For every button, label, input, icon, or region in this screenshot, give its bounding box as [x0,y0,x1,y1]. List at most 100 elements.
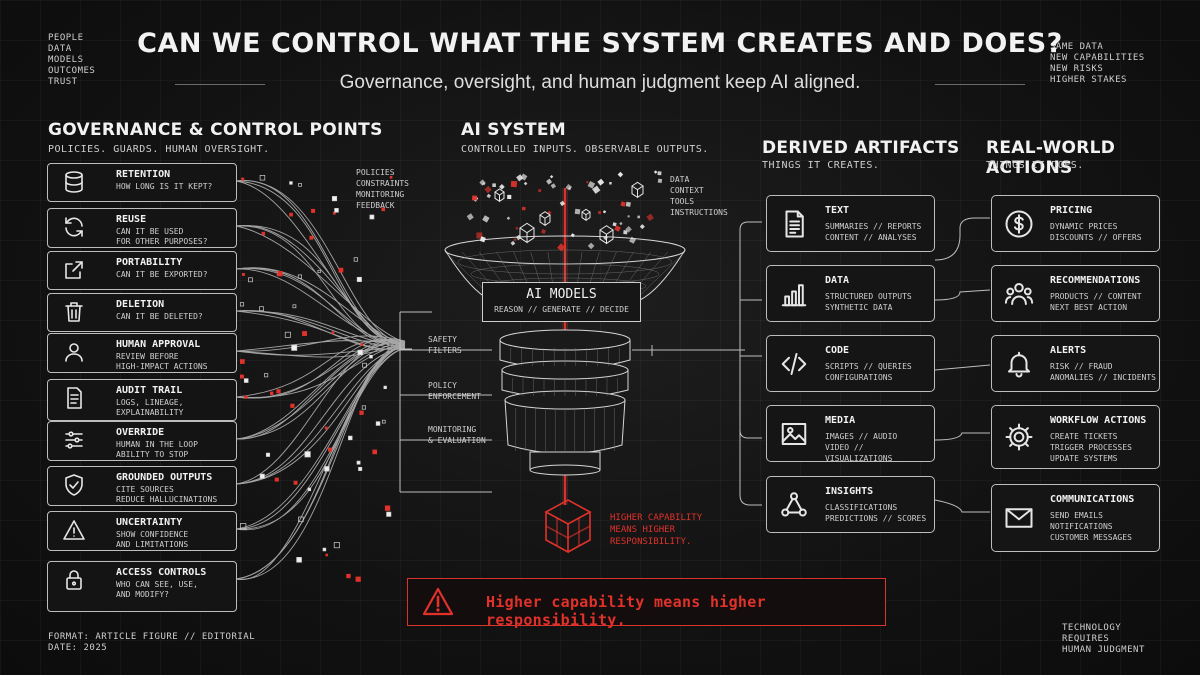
warning-icon [422,587,454,616]
ai-models-subtitle: REASON // GENERATE // DECIDE [494,305,629,314]
corner-bottom-right: TECHNOLOGY REQUIRES HUMAN JUDGMENT [1062,623,1145,656]
layer-label-line: SAFETY [428,335,457,344]
input-particle [585,180,589,184]
fan-particle [334,208,339,213]
action-title: WORKFLOW ACTIONS [1050,415,1147,426]
input-particle [597,178,605,186]
input-particle [602,210,607,214]
action-desc: NOTIFICATIONS [1050,522,1113,531]
input-particle [479,179,486,186]
action-title: COMMUNICATIONS [1050,494,1135,505]
output-bracket [632,221,762,506]
input-particle [499,184,505,190]
fan-particle [242,273,245,276]
artifact-title: CODE [825,345,850,356]
input-particle [540,229,547,235]
governance-subtitle: POLICIES. GUARDS. HUMAN OVERSIGHT. [48,144,270,155]
fan-particle [322,547,327,552]
envelope-icon [1005,508,1033,528]
cylinder-mesh [510,348,620,451]
input-particle [550,183,557,189]
governance-flow-labels: POLICIES CONSTRAINTS MONITORING FEEDBACK [356,167,409,211]
artifact-desc: CONTENT // ANALYSES [825,233,917,242]
person-icon [65,343,83,362]
input-particle [520,173,528,181]
governance-item-desc: HUMAN IN THE LOOP [116,440,198,449]
action-desc: ANOMALIES // INCIDENTS [1050,373,1156,382]
fan-particle [381,419,386,424]
corner-text: DATA [48,44,72,54]
fan-particle [270,391,274,395]
input-particle [653,170,658,174]
corner-top-left: PEOPLE DATA MODELS OUTCOMES TRUST [48,33,95,88]
governance-item-desc: HIGH-IMPACT ACTIONS [116,362,208,371]
lock-icon [66,570,82,590]
input-particle [472,195,477,201]
artifact-title: INSIGHTS [825,486,874,497]
fan-particle [276,389,281,394]
input-particle [628,236,637,244]
corner-text: MODELS [48,55,84,65]
fan-particle [309,235,314,240]
layer-label-line: POLICY [428,381,457,390]
text-document-icon [785,210,804,238]
document-icon [67,387,82,409]
fan-lines [235,180,406,580]
fan-particle [264,373,269,378]
input-particle [466,213,474,221]
input-particle [513,238,517,242]
layer-label-policy: POLICY ENFORCEMENT [428,380,481,402]
fan-particle [384,505,391,511]
input-particle [549,175,554,179]
layer-label-line: & EVALUATION [428,436,486,445]
governance-item-desc: REVIEW BEFORE [116,352,179,361]
artifacts-title: DERIVED ARTIFACTS [762,138,960,158]
shield-check-icon [65,474,83,496]
governance-title: GOVERNANCE & CONTROL POINTS [48,120,383,140]
governance-item-desc: WHO CAN SEE, USE, [116,580,198,589]
corner-text: NEW CAPABILITIES [1050,53,1145,63]
fan-particle [369,214,375,220]
ai-inputs-list: DATA CONTEXT TOOLS INSTRUCTIONS [670,174,728,218]
fan-particle [338,267,344,273]
input-particle [515,234,522,241]
network-icon [781,492,807,517]
artifact-action-arrows [934,217,991,513]
image-icon [781,423,807,445]
warning-icon [63,520,85,540]
dollar-icon [1005,210,1033,237]
fan-particle [292,304,297,309]
fan-particle [359,410,364,415]
gear-icon [1005,423,1033,451]
fan-particle [348,435,353,441]
fan-line [235,339,406,398]
governance-item-desc: CAN IT BE USED [116,227,184,236]
fan-particle [259,473,265,479]
fan-line [235,310,406,350]
input-particle [597,210,602,215]
flow-label: POLICIES [356,168,395,177]
governance-item-title: OVERRIDE [116,427,165,438]
fan-particle [240,359,245,364]
fan-particle [324,466,330,472]
governance-item-title: DELETION [116,299,165,310]
page-title: CAN WE CONTROL WHAT THE SYSTEM CREATES A… [137,28,1063,59]
fan-particle [284,331,291,338]
input-particle [617,171,624,178]
fan-particle [289,212,293,217]
input-particle [486,193,491,199]
fan-particle [361,405,366,410]
input-particle [546,178,553,185]
action-title: RECOMMENDATIONS [1050,275,1141,286]
actions-subtitle: THINGS IT DOES. [986,160,1084,171]
input-particle [657,171,662,176]
corner-text: HIGHER STAKES [1050,75,1127,85]
